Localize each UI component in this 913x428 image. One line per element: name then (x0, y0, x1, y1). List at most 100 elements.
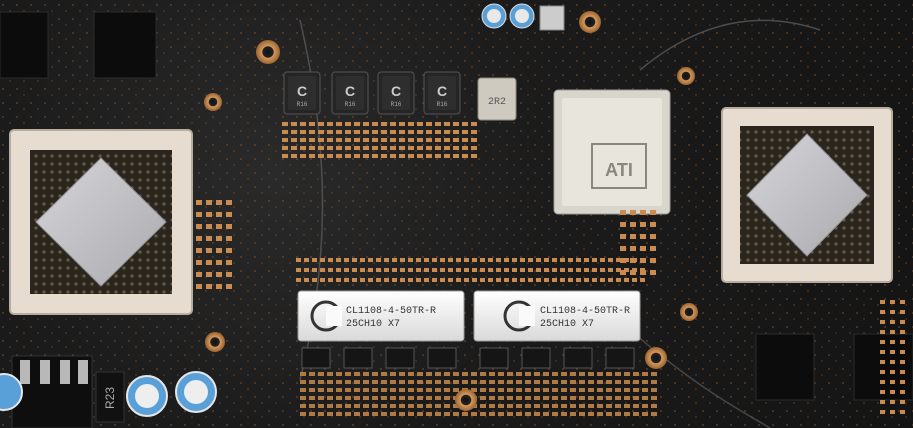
smd-pad (381, 138, 387, 142)
smd-pad (399, 138, 405, 142)
smd-pad (880, 380, 885, 384)
smd-pad (226, 248, 232, 253)
smd-pad (536, 258, 541, 262)
smd-pad (880, 410, 885, 414)
smd-pad (900, 300, 905, 304)
smd-pad (363, 154, 369, 158)
smd-pad (489, 404, 495, 408)
smd-pad (390, 388, 396, 392)
smd-pad (480, 258, 485, 262)
smd-pad (498, 372, 504, 376)
smd-pad (890, 380, 895, 384)
smd-pad (417, 130, 423, 134)
smd-pad (516, 404, 522, 408)
mounting-hole-3 (677, 67, 695, 85)
smd-pad (620, 246, 626, 251)
smd-pad (444, 404, 450, 408)
smd-pad (616, 258, 621, 262)
smd-pad (453, 122, 459, 126)
smd-pad (327, 130, 333, 134)
smd-pad (408, 130, 414, 134)
smd-pad (206, 200, 212, 205)
smd-pad (417, 138, 423, 142)
mounting-hole-6 (680, 303, 698, 321)
mounting-hole-1 (256, 40, 280, 64)
smd-pad (360, 278, 365, 282)
smd-pad (206, 224, 212, 229)
smd-pad (633, 404, 639, 408)
smd-pad (543, 404, 549, 408)
smd-pad (206, 236, 212, 241)
smd-pad (390, 396, 396, 400)
smd-pad (570, 372, 576, 376)
smd-pad (488, 258, 493, 262)
smd-pad (390, 122, 396, 126)
smd-pad (399, 380, 405, 384)
mosfet-1 (301, 347, 331, 369)
smd-pad (880, 320, 885, 324)
smd-pad (642, 396, 648, 400)
smd-pad (381, 412, 387, 416)
smd-pad (318, 396, 324, 400)
smd-pad (600, 268, 605, 272)
smd-pad (318, 412, 324, 416)
smd-pad (309, 122, 315, 126)
smd-pad (327, 154, 333, 158)
smd-pad (576, 258, 581, 262)
smd-pad (890, 400, 895, 404)
smd-pad (196, 284, 202, 289)
smd-pad (630, 210, 636, 215)
smd-pad (417, 146, 423, 150)
smd-pad (392, 258, 397, 262)
smd-pad (216, 224, 222, 229)
smd-pad (363, 130, 369, 134)
smd-pad (606, 372, 612, 376)
smd-pad (328, 268, 333, 272)
smd-pad (345, 122, 351, 126)
smd-pad (435, 130, 441, 134)
smd-pad (630, 234, 636, 239)
smd-pad (600, 278, 605, 282)
smd-pad (890, 310, 895, 314)
smd-pad (309, 404, 315, 408)
smd-pad (344, 278, 349, 282)
smd-pad (216, 200, 222, 205)
smd-pad (372, 146, 378, 150)
smd-pad (498, 388, 504, 392)
smd-pad (620, 234, 626, 239)
smd-pad (471, 138, 477, 142)
smd-pad (300, 380, 306, 384)
smd-pad (624, 412, 630, 416)
smd-pad (453, 154, 459, 158)
smd-pad (615, 380, 621, 384)
smd-pad (336, 372, 342, 376)
smd-pad (300, 154, 306, 158)
smd-pad (435, 138, 441, 142)
smd-pad (196, 248, 202, 253)
smd-pad (417, 412, 423, 416)
smd-pad (216, 248, 222, 253)
smd-pad (584, 258, 589, 262)
smd-pad (381, 130, 387, 134)
smd-pad (304, 278, 309, 282)
choke-code: R16 (297, 101, 308, 108)
smd-pad (426, 372, 432, 376)
smd-pad (624, 396, 630, 400)
smd-pad (471, 412, 477, 416)
smd-pad (399, 372, 405, 376)
smd-pad (399, 130, 405, 134)
smd-pad (488, 268, 493, 272)
smd-pad (390, 130, 396, 134)
smd-pad (300, 146, 306, 150)
smd-pad (534, 412, 540, 416)
smd-pad (592, 268, 597, 272)
smd-pad (890, 300, 895, 304)
smd-pad (498, 380, 504, 384)
smd-pad (206, 272, 212, 277)
smd-pad (408, 404, 414, 408)
smd-pad (525, 372, 531, 376)
smd-pad (399, 412, 405, 416)
smd-pad (336, 138, 342, 142)
smd-pad (320, 268, 325, 272)
